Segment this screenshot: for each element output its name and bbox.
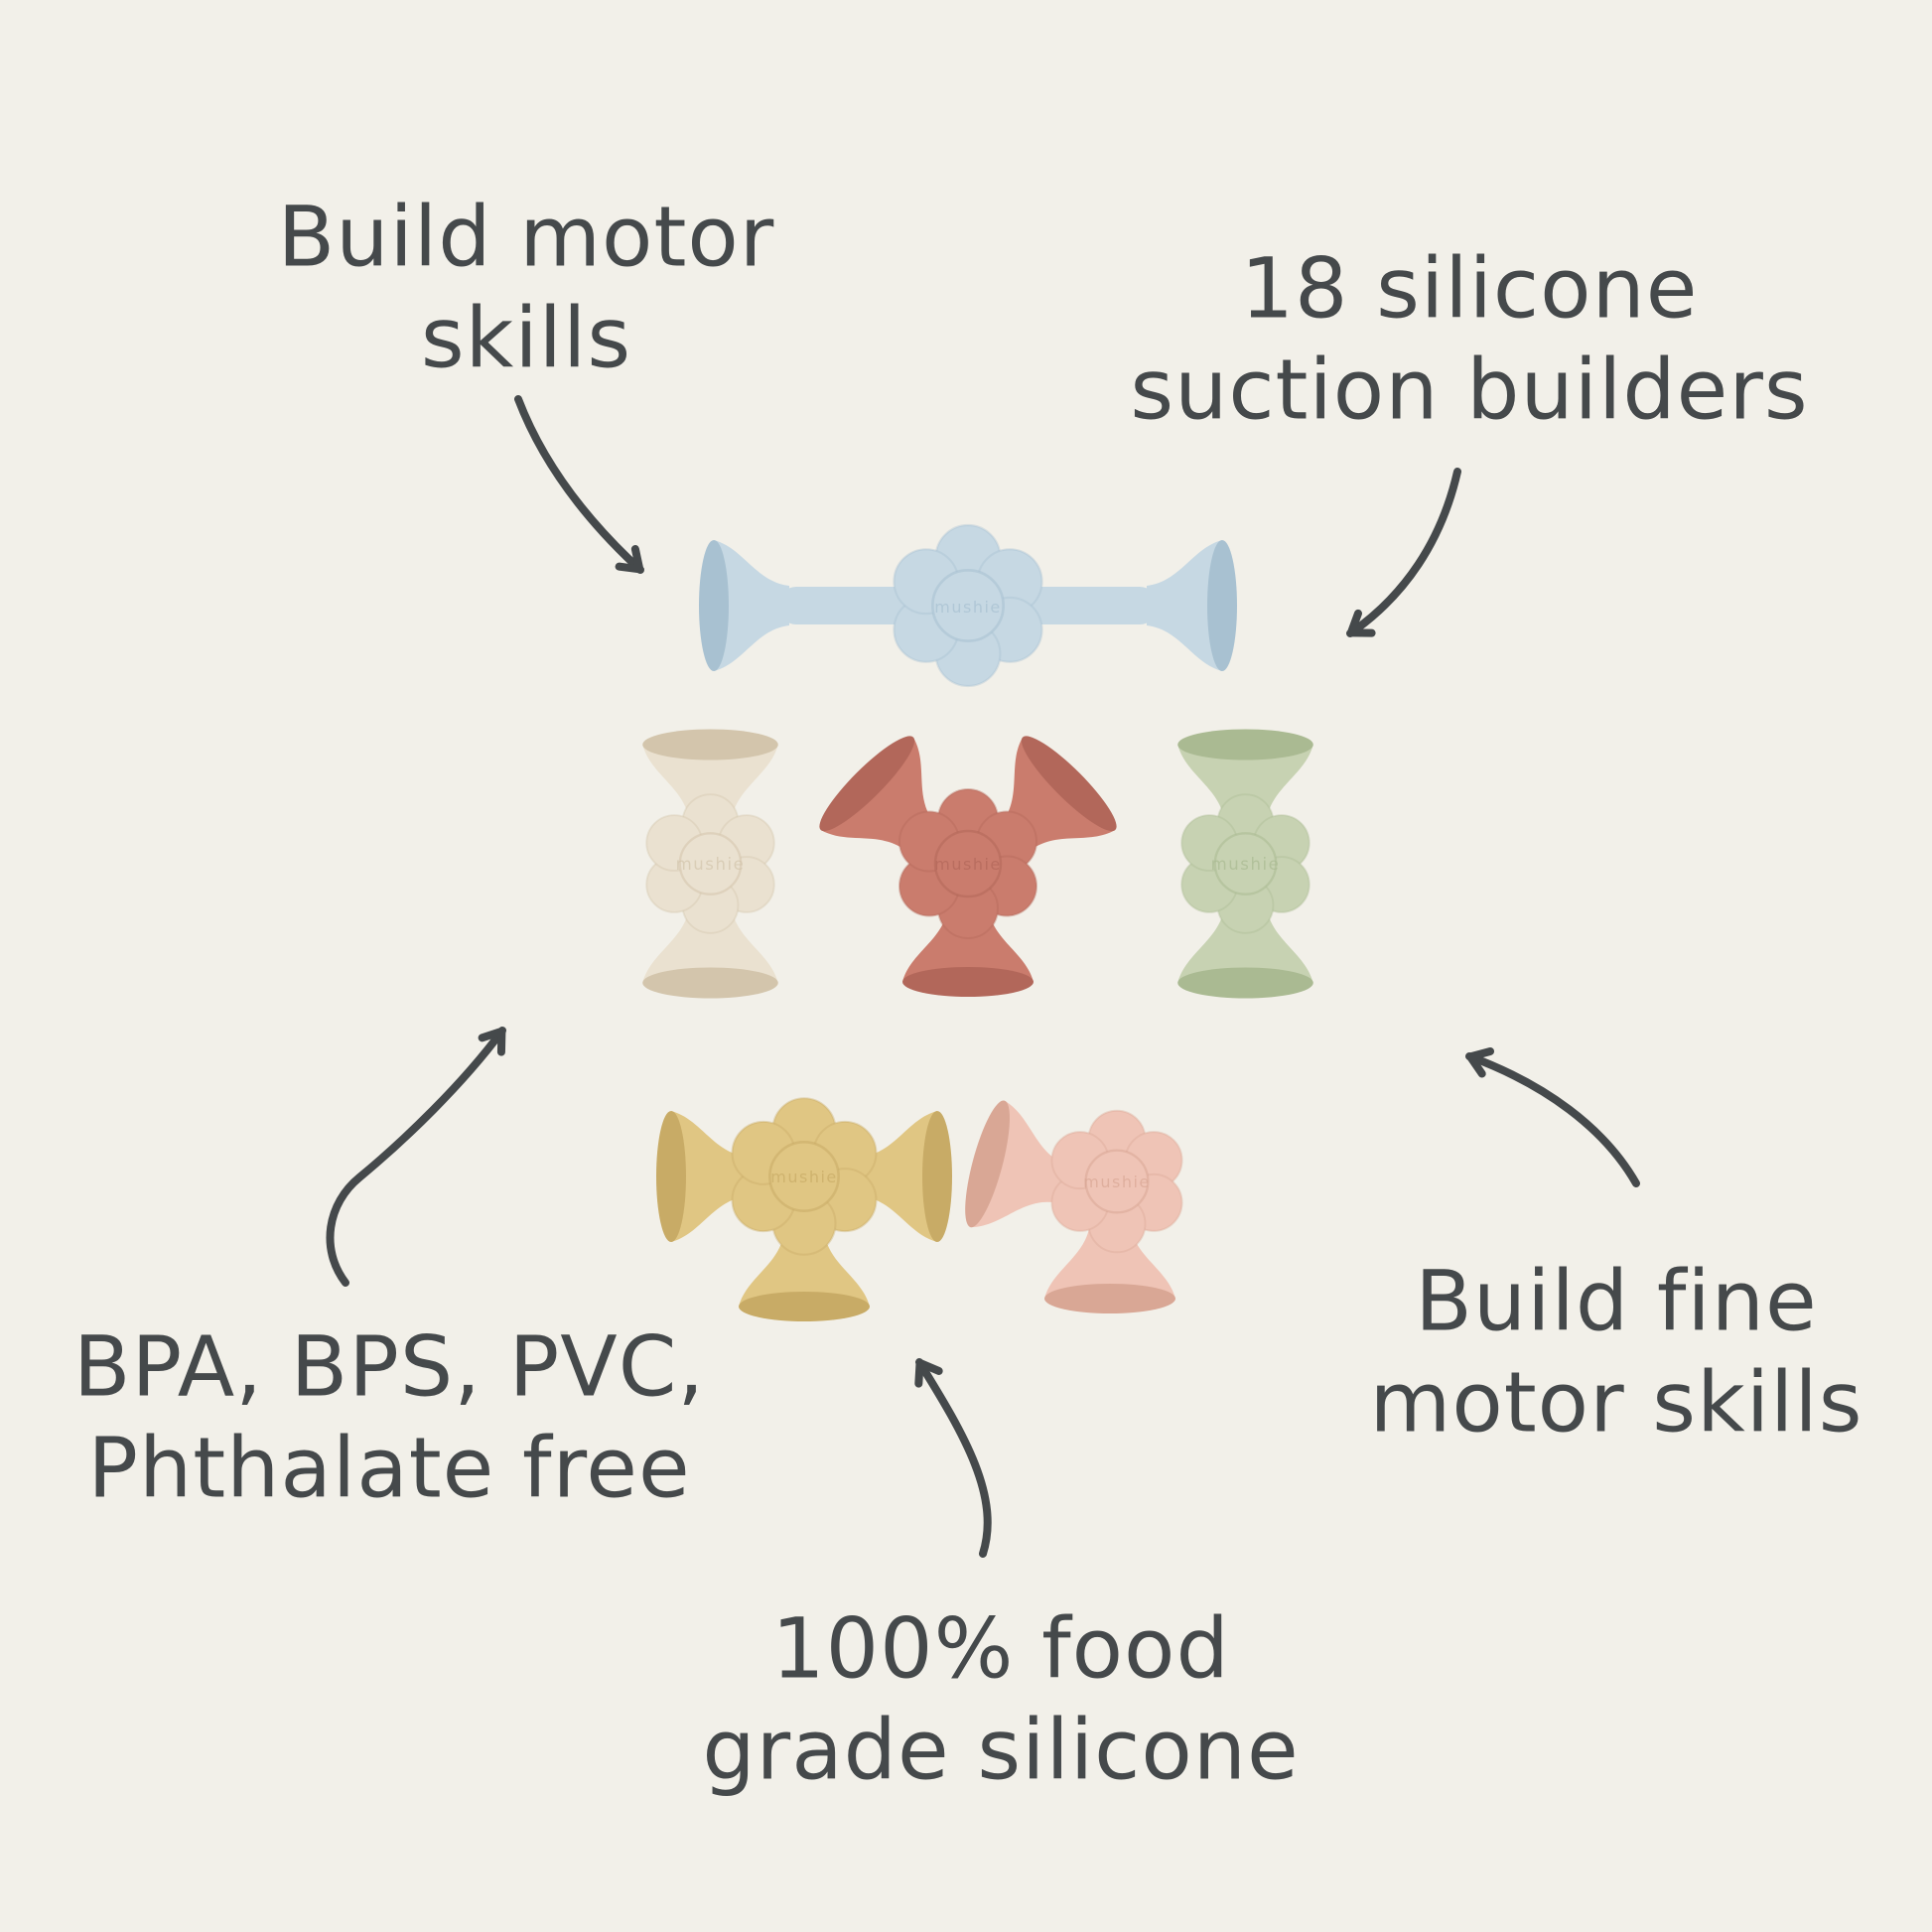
arrow-material-free xyxy=(326,1027,506,1287)
toy-sage-spool-builder: mushie xyxy=(1177,729,1313,999)
label-line: Build fine xyxy=(1415,1252,1818,1350)
suction-cup xyxy=(699,540,789,671)
label-bpa-bps-pvc-phthalate-free: BPA, BPS, PVC, Phthalate free xyxy=(73,1316,705,1520)
arrow-build-motor xyxy=(514,395,644,574)
brand-embossing: mushie xyxy=(770,1168,838,1186)
label-line: 100% food xyxy=(771,1599,1230,1698)
arrow-fine-motor xyxy=(1465,1046,1640,1187)
arrow-suction-builders xyxy=(1346,468,1461,637)
label-100-percent-food-grade-silicone: 100% food grade silicone xyxy=(702,1598,1299,1802)
arrow-food-grade xyxy=(914,1358,992,1558)
brand-embossing: mushie xyxy=(1211,855,1281,874)
label-line: Build motor xyxy=(277,188,775,286)
toy-blue-horizontal-builder: mushie xyxy=(699,525,1237,686)
label-line: 18 silicone xyxy=(1240,239,1699,338)
label-line: skills xyxy=(420,290,632,387)
label-line: suction builders xyxy=(1130,342,1809,439)
label-build-motor-skills: Build motor skills xyxy=(278,187,775,390)
label-build-fine-motor-skills: Build fine motor skills xyxy=(1370,1251,1863,1454)
label-line: Phthalate free xyxy=(87,1420,691,1517)
toy-blush-angled-builder: mushie xyxy=(956,1096,1182,1313)
suction-cup xyxy=(656,1111,747,1242)
toy-mustard-winged-builder: mushie xyxy=(656,1098,952,1321)
toy-cream-spool-builder: mushie xyxy=(642,729,778,999)
label-line: BPA, BPS, PVC, xyxy=(72,1317,706,1416)
label-line: motor skills xyxy=(1369,1354,1863,1451)
toy-terracotta-winged-builder: mushie xyxy=(809,726,1127,997)
brand-embossing: mushie xyxy=(934,598,1002,617)
brand-embossing: mushie xyxy=(1083,1173,1151,1191)
label-18-silicone-suction-builders: 18 silicone suction builders xyxy=(1130,238,1808,442)
brand-embossing: mushie xyxy=(934,855,1002,874)
label-line: grade silicone xyxy=(702,1702,1300,1799)
brand-embossing: mushie xyxy=(676,855,746,874)
suction-cup xyxy=(1147,540,1237,671)
